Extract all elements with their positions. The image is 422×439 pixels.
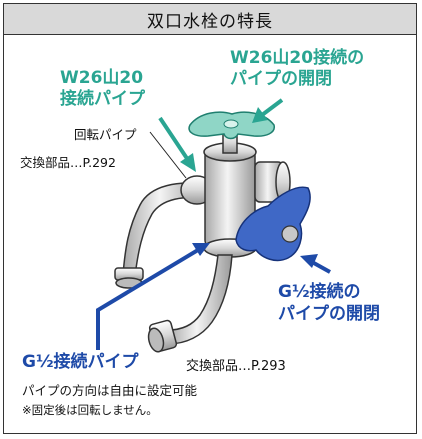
- title-bar: 双口水栓の特長: [4, 4, 416, 35]
- arrow-g12-pipe-head: [192, 243, 210, 256]
- upper-spout: [114, 182, 206, 289]
- arrow-w26-pipe-head: [180, 153, 196, 172]
- panel-title: 双口水栓の特長: [147, 11, 273, 32]
- arrow-w26-open: [260, 98, 284, 117]
- arrow-w26-pipe: [158, 116, 190, 162]
- arrow-g12-open: [311, 260, 331, 274]
- leader-rotating-pipe: [149, 131, 187, 179]
- g12-handle: [235, 186, 311, 262]
- label-rotating-pipe: 回転パイプ: [74, 127, 137, 142]
- label-note-fixed: ※固定後は回転しません。: [22, 403, 158, 417]
- label-g12-open-2: パイプの開閉: [278, 304, 380, 324]
- arrow-g12-pipe: [96, 248, 200, 350]
- label-w26-open-1: W26山20接続の: [230, 48, 365, 68]
- label-part-292: 交換部品…P.292: [20, 155, 116, 170]
- label-note-direction: パイプの方向は自由に設定可能: [22, 383, 198, 398]
- arrow-g12-open-head: [300, 254, 318, 268]
- label-g12-pipe: G½接続パイプ: [22, 352, 139, 372]
- lower-pipe: [147, 254, 233, 353]
- w26-handle: [188, 111, 275, 154]
- arrow-w26-open-head: [252, 107, 268, 123]
- label-g12-open-1: G½接続の: [278, 282, 361, 302]
- label-w26-pipe-2: 接続パイプ: [60, 89, 145, 109]
- label-part-293: 交換部品…P.293: [186, 359, 286, 374]
- label-w26-pipe-1: W26山20: [60, 68, 144, 88]
- label-w26-open-2: パイプの開閉: [230, 69, 332, 89]
- feature-panel: 双口水栓の特長: [3, 3, 417, 434]
